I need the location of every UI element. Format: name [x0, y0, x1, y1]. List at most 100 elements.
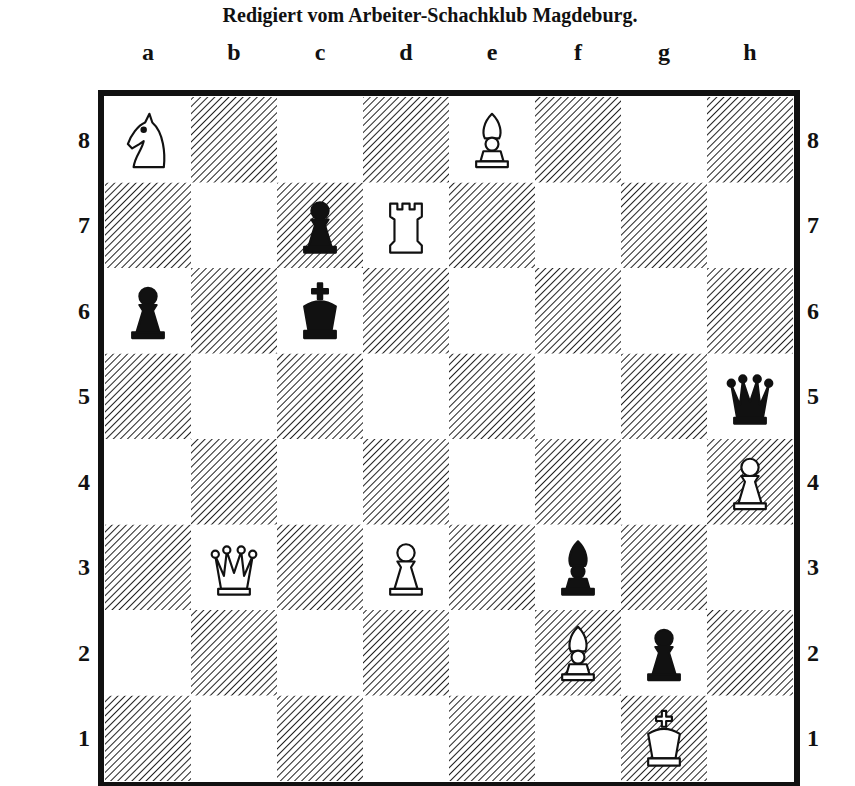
light-square: [277, 97, 363, 183]
dark-square: [363, 97, 449, 183]
piece-part: [142, 128, 146, 132]
light-square: [277, 439, 363, 525]
piece-part: [754, 375, 761, 382]
file-label: c: [315, 39, 326, 66]
dark-square: [535, 268, 621, 354]
piece-part: [311, 202, 328, 219]
board-squares: [105, 97, 793, 781]
piece-part: [486, 138, 499, 151]
piece-part: [572, 565, 585, 578]
piece-part: [655, 630, 672, 647]
dark-square: [621, 696, 707, 782]
dark-square: [449, 525, 535, 611]
dark-square: [105, 354, 191, 440]
bishop-piece: [476, 114, 508, 167]
piece-part: [397, 544, 414, 561]
light-square: [621, 610, 707, 696]
piece-part: [304, 331, 336, 338]
piece-part: [734, 503, 766, 509]
rank-label: 1: [807, 725, 819, 752]
piece-part: [765, 380, 772, 387]
light-square: [363, 525, 449, 611]
dark-square: [191, 610, 277, 696]
piece-part: [648, 758, 680, 765]
light-square: [449, 610, 535, 696]
light-square: [707, 354, 793, 440]
dark-square: [105, 183, 191, 269]
queen-piece: [728, 375, 773, 423]
dark-square: [621, 183, 707, 269]
piece-part: [569, 541, 586, 565]
pawn-piece: [734, 459, 766, 509]
light-square: [191, 525, 277, 611]
dark-square: [535, 439, 621, 525]
light-square: [449, 439, 535, 525]
piece-part: [483, 114, 500, 138]
dark-square: [191, 439, 277, 525]
file-label: e: [487, 39, 498, 66]
light-square: [363, 696, 449, 782]
piece-part: [738, 476, 761, 503]
piece-part: [136, 305, 159, 332]
column-heading: Redigiert vom Arbeiter-Schachklub Magdeb…: [223, 4, 638, 27]
piece-part: [566, 579, 589, 589]
piece-part: [569, 627, 586, 651]
file-label: d: [399, 39, 412, 66]
piece-part: [480, 151, 503, 161]
rank-label: 6: [78, 297, 90, 324]
rank-label: 1: [78, 725, 90, 752]
light-square: [363, 354, 449, 440]
dark-square: [277, 183, 363, 269]
rank-label: 7: [807, 212, 819, 239]
file-label: h: [743, 39, 756, 66]
file-label: a: [142, 39, 154, 66]
piece-part: [390, 589, 422, 595]
piece-part: [734, 418, 766, 424]
rank-label: 6: [807, 297, 819, 324]
piece-part: [308, 219, 331, 246]
dark-square: [449, 354, 535, 440]
piece-part: [238, 546, 245, 553]
chess-pieces: [128, 114, 772, 766]
king-piece: [304, 283, 336, 338]
file-label: b: [227, 39, 240, 66]
light-square: [621, 268, 707, 354]
dark-square: [707, 610, 793, 696]
dark-square: [449, 183, 535, 269]
dark-square: [277, 354, 363, 440]
piece-part: [394, 561, 417, 588]
rank-label: 8: [78, 126, 90, 153]
rank-label: 5: [78, 383, 90, 410]
piece-part: [648, 729, 680, 759]
piece-part: [572, 651, 585, 664]
light-square: [707, 696, 793, 782]
dark-square: [363, 610, 449, 696]
dark-square: [707, 97, 793, 183]
rank-label: 2: [807, 639, 819, 666]
rank-label: 7: [78, 212, 90, 239]
light-square: [191, 696, 277, 782]
bishop-piece: [562, 627, 594, 680]
dark-square: [277, 696, 363, 782]
king-piece: [648, 711, 680, 766]
pawn-piece: [132, 288, 164, 338]
dark-square: [363, 439, 449, 525]
piece-part: [731, 380, 768, 417]
dark-square: [449, 696, 535, 782]
rook-piece: [390, 204, 422, 253]
dark-square: [191, 268, 277, 354]
light-square: [105, 97, 191, 183]
file-label: g: [658, 39, 670, 66]
light-square: [105, 439, 191, 525]
light-square: [535, 183, 621, 269]
dark-square: [535, 97, 621, 183]
light-square: [707, 525, 793, 611]
light-square: [191, 354, 277, 440]
piece-part: [562, 674, 594, 680]
piece-part: [132, 332, 164, 338]
light-square: [707, 183, 793, 269]
piece-part: [215, 551, 252, 588]
piece-part: [652, 647, 675, 674]
rank-label: 8: [807, 126, 819, 153]
